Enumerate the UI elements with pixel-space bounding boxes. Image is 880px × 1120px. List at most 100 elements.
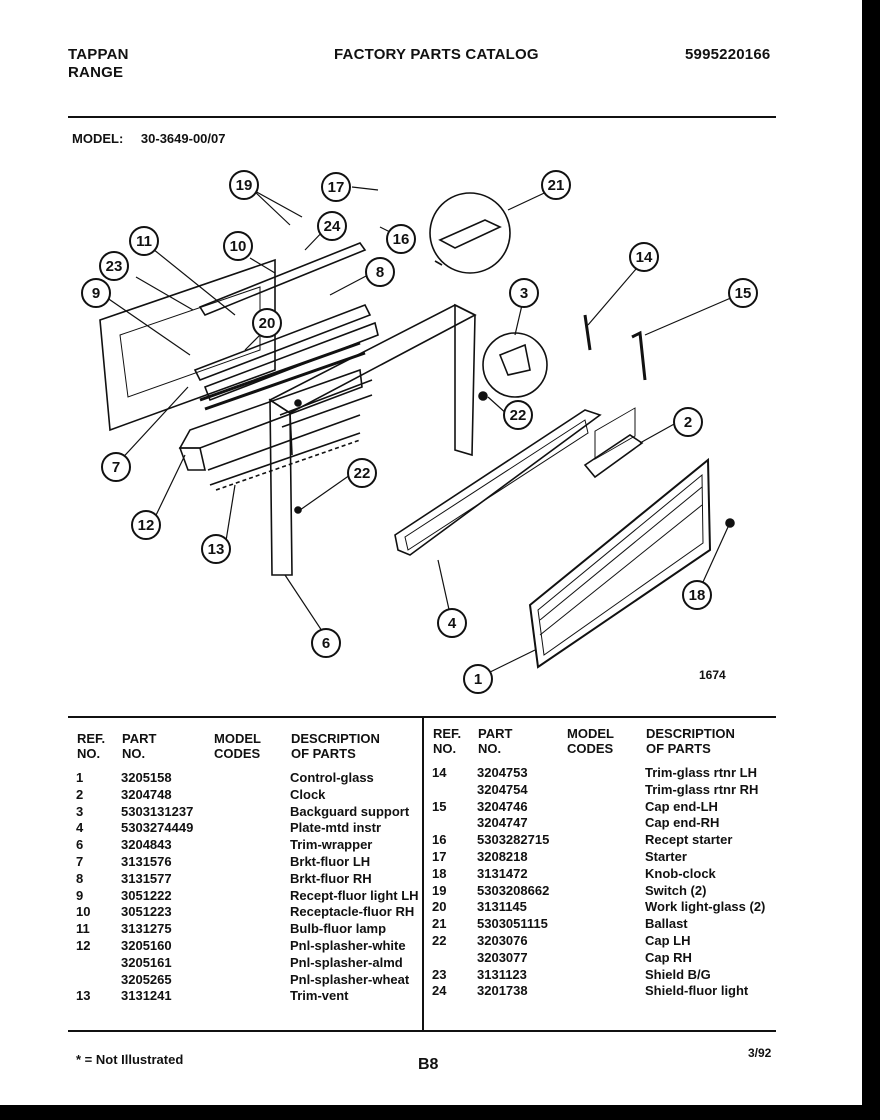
callout-label: 15 [735, 285, 752, 302]
shield-part [193, 242, 379, 402]
part-number-cell: 3204753 [477, 765, 528, 780]
model-codes-cell [566, 765, 645, 782]
model-codes-cell [213, 938, 290, 955]
ref-cell: 21 [432, 916, 447, 932]
ref-cell: 11 [76, 921, 90, 937]
callout-label: 19 [236, 177, 253, 194]
description-cell: Shield B/G [645, 966, 711, 982]
ref-cell: 3 [76, 803, 84, 819]
trim-wrapper-part [268, 303, 477, 576]
ref-cell: 10 [76, 904, 91, 920]
callout-label: 1 [474, 671, 482, 688]
callout-14: 14 [629, 242, 659, 272]
callout-18: 18 [682, 580, 712, 610]
ref-cell [432, 815, 477, 832]
model-label: MODEL: [72, 131, 124, 146]
description-cell: Trim-glass rtnr RH [645, 781, 759, 797]
model-codes-cell [566, 866, 645, 883]
clock-part [583, 407, 644, 479]
part-number-cell: 3131241 [121, 988, 172, 1004]
callout-label: 22 [354, 465, 371, 482]
description-cell: Starter [645, 848, 687, 864]
part-number-cell: 5303051115 [477, 916, 548, 932]
part-number-cell: 5303274449 [121, 820, 194, 836]
callout-12: 12 [131, 510, 161, 540]
callout-7: 7 [101, 452, 131, 482]
callout-17: 17 [321, 172, 351, 202]
ref-cell: 8 [76, 870, 84, 886]
callout-label: 9 [92, 285, 100, 302]
callout-label: 11 [136, 233, 152, 250]
ref-cell: 13 [76, 988, 91, 1004]
part-number-cell: 3204746 [477, 798, 528, 814]
callout-1: 1 [463, 664, 493, 694]
model-codes-cell [213, 888, 290, 905]
ref-cell: 12 [76, 937, 91, 953]
ballast-part [429, 192, 511, 274]
description-cell: Clock [290, 786, 326, 802]
description-cell: Backguard support [290, 803, 410, 819]
part-number-cell: 3204747 [477, 815, 528, 831]
callout-22: 22 [503, 400, 533, 430]
catalog-title: FACTORY PARTS CATALOG [334, 46, 539, 63]
description-cell: Shield-fluor light [645, 983, 749, 999]
ref-cell: 2 [76, 786, 84, 802]
description-cell: Trim-wrapper [290, 837, 373, 853]
callout-19: 19 [229, 170, 259, 200]
model-codes-cell [566, 782, 645, 799]
model-number: 30-3649-00/07 [140, 131, 226, 146]
description-cell: Plate-mtd instr [290, 820, 382, 836]
ref-cell [432, 782, 477, 799]
ref-cell: 16 [432, 832, 447, 848]
figure-number: 1674 [699, 668, 726, 682]
model-codes-cell [213, 904, 290, 921]
part-number-cell: 3051222 [121, 887, 172, 903]
model-codes-cell [566, 832, 645, 849]
brand-line1: TAPPAN [68, 46, 129, 63]
callout-2: 2 [673, 407, 703, 437]
part-number-cell: 3205161 [121, 954, 172, 970]
model-codes-cell [213, 955, 290, 972]
callout-24: 24 [317, 211, 347, 241]
description-cell: Cap LH [645, 932, 691, 948]
ref-cell: 6 [76, 837, 84, 853]
callout-22: 22 [347, 458, 377, 488]
ref-cell [76, 972, 121, 989]
part-number-cell: 3205265 [121, 971, 172, 987]
revision-date: 3/92 [748, 1046, 772, 1060]
ref-cell: 24 [432, 983, 447, 999]
model-codes-cell [566, 950, 645, 967]
model-line: MODEL: 30-3649-00/07 [72, 131, 239, 146]
part-number-cell: 3131275 [121, 921, 172, 937]
part-number-cell: 3131577 [121, 870, 172, 886]
description-cell: Cap end-LH [645, 798, 718, 814]
part-number-cell: 3208218 [477, 848, 528, 864]
ref-cell [432, 950, 477, 967]
callout-label: 10 [230, 238, 247, 255]
callout-label: 22 [510, 407, 527, 424]
table-row: 12 3205160 Pnl-splasher-white [76, 938, 427, 955]
model-codes-cell [566, 815, 645, 832]
table-divider [422, 716, 424, 1031]
description-cell: Cap RH [645, 949, 692, 965]
part-number-cell: 3205160 [121, 937, 172, 953]
callout-6: 6 [311, 628, 341, 658]
model-codes-cell [213, 988, 290, 1005]
callout-16: 16 [386, 224, 416, 254]
description-cell: Pnl-splasher-white [290, 937, 406, 953]
callout-label: 17 [328, 179, 345, 196]
ref-cell: 22 [432, 932, 447, 948]
